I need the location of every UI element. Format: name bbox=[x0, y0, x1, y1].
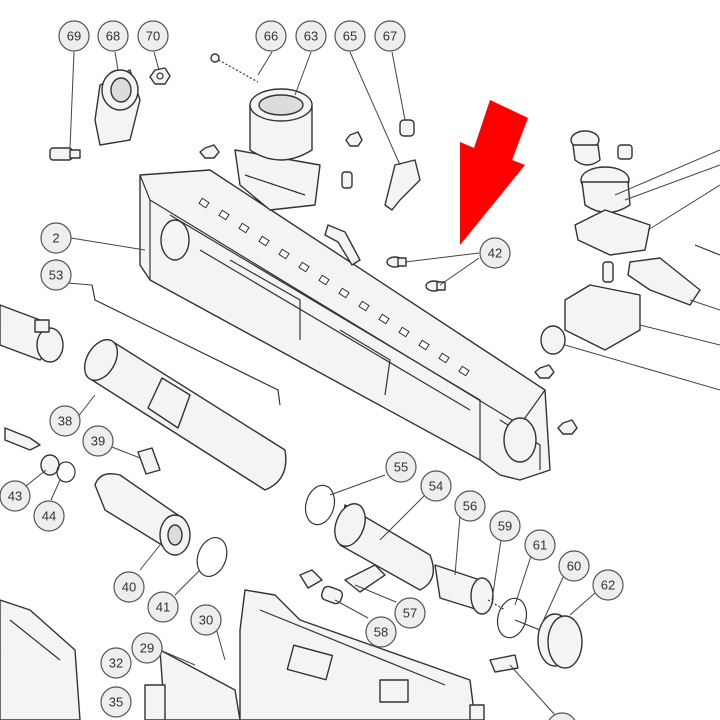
callout-label: 2 bbox=[52, 231, 59, 246]
hop-up-lever-part bbox=[324, 224, 361, 266]
callout-cropped bbox=[548, 712, 576, 720]
callout-label: 67 bbox=[383, 29, 397, 44]
callout-label: 35 bbox=[109, 695, 123, 710]
callout-label: 63 bbox=[304, 29, 318, 44]
rear-sight-part bbox=[94, 69, 141, 146]
nut-part bbox=[149, 67, 171, 85]
upper-receiver-part bbox=[139, 169, 551, 481]
callout-65: 65 bbox=[334, 20, 366, 52]
screw-part bbox=[49, 147, 81, 161]
cylinder-head-part bbox=[334, 503, 434, 591]
callout-53: 53 bbox=[40, 259, 72, 291]
callout-67: 67 bbox=[374, 20, 406, 52]
lever-part bbox=[384, 159, 421, 211]
callout-59: 59 bbox=[489, 510, 521, 542]
callout-44: 44 bbox=[33, 500, 65, 532]
callout-58: 58 bbox=[365, 616, 397, 648]
small-spring-part bbox=[487, 599, 506, 611]
callout-66: 66 bbox=[255, 20, 287, 52]
callout-70: 70 bbox=[137, 20, 169, 52]
pin-part bbox=[399, 119, 415, 137]
callout-30: 30 bbox=[190, 604, 222, 636]
callout-label: 32 bbox=[109, 656, 123, 671]
callout-label: 61 bbox=[533, 538, 547, 553]
callout-56: 56 bbox=[454, 490, 486, 522]
callout-63: 63 bbox=[295, 20, 327, 52]
callout-label: 39 bbox=[91, 434, 105, 449]
callout-62: 62 bbox=[592, 569, 624, 601]
tappet-part bbox=[299, 564, 386, 605]
callout-label: 70 bbox=[146, 29, 160, 44]
callout-label: 42 bbox=[488, 246, 502, 261]
callout-label: 54 bbox=[429, 479, 443, 494]
lower-gearbox-part bbox=[0, 589, 519, 720]
callout-label: 38 bbox=[58, 414, 72, 429]
piston-part bbox=[94, 473, 191, 556]
spring-part bbox=[210, 53, 259, 83]
screw-42-part bbox=[386, 256, 446, 292]
right-side-parts bbox=[540, 130, 720, 391]
callout-label: 66 bbox=[264, 29, 278, 44]
callout-label: 53 bbox=[49, 268, 63, 283]
picatinny-rail-teeth bbox=[198, 197, 470, 377]
spring-guide-wire-part bbox=[91, 284, 281, 406]
callout-label: 57 bbox=[403, 606, 417, 621]
callout-label: 69 bbox=[67, 29, 81, 44]
callout-61: 61 bbox=[524, 529, 556, 561]
callout-label: 41 bbox=[156, 600, 170, 615]
callout-55: 55 bbox=[385, 451, 417, 483]
callout-label: 30 bbox=[199, 613, 213, 628]
callout-38: 38 bbox=[49, 405, 81, 437]
callout-42: 42 bbox=[479, 237, 511, 269]
o-ring-55-part bbox=[304, 484, 336, 526]
callout-label: 29 bbox=[140, 641, 154, 656]
callout-label: 62 bbox=[601, 578, 615, 593]
callout-43: 43 bbox=[0, 480, 31, 512]
piston-insert-part bbox=[137, 447, 161, 475]
callout-2: 2 bbox=[40, 222, 72, 254]
callout-57: 57 bbox=[394, 597, 426, 629]
leader-lines bbox=[25, 51, 596, 716]
callout-69: 69 bbox=[58, 20, 90, 52]
highlight-arrow bbox=[460, 100, 528, 245]
callout-label: 40 bbox=[122, 580, 136, 595]
callout-39: 39 bbox=[82, 425, 114, 457]
callout-32: 32 bbox=[100, 647, 132, 679]
callout-68: 68 bbox=[97, 20, 129, 52]
callout-29: 29 bbox=[131, 632, 163, 664]
callout-40: 40 bbox=[113, 571, 145, 603]
callout-60: 60 bbox=[558, 550, 590, 582]
callout-35: 35 bbox=[100, 686, 132, 718]
callout-label: 60 bbox=[567, 559, 581, 574]
callout-54: 54 bbox=[420, 470, 452, 502]
small-nut-part bbox=[199, 131, 578, 435]
o-ring-41-part bbox=[196, 537, 228, 577]
callout-label: 65 bbox=[343, 29, 357, 44]
callout-label: 59 bbox=[498, 519, 512, 534]
callout-label: 56 bbox=[463, 499, 477, 514]
cylinder-part bbox=[83, 339, 287, 491]
pin-60-part bbox=[514, 619, 541, 631]
hop-up-chamber-part bbox=[234, 88, 321, 211]
callout-label: 43 bbox=[8, 489, 22, 504]
callout-label: 58 bbox=[374, 625, 388, 640]
callout-label: 44 bbox=[42, 509, 56, 524]
cylinder-cap-part bbox=[537, 613, 583, 669]
left-side-parts bbox=[0, 304, 76, 483]
callout-label: 68 bbox=[106, 29, 120, 44]
callout-41: 41 bbox=[147, 591, 179, 623]
callout-label: 55 bbox=[394, 460, 408, 475]
nozzle-part bbox=[434, 564, 494, 615]
o-ring-61-part bbox=[496, 597, 528, 639]
